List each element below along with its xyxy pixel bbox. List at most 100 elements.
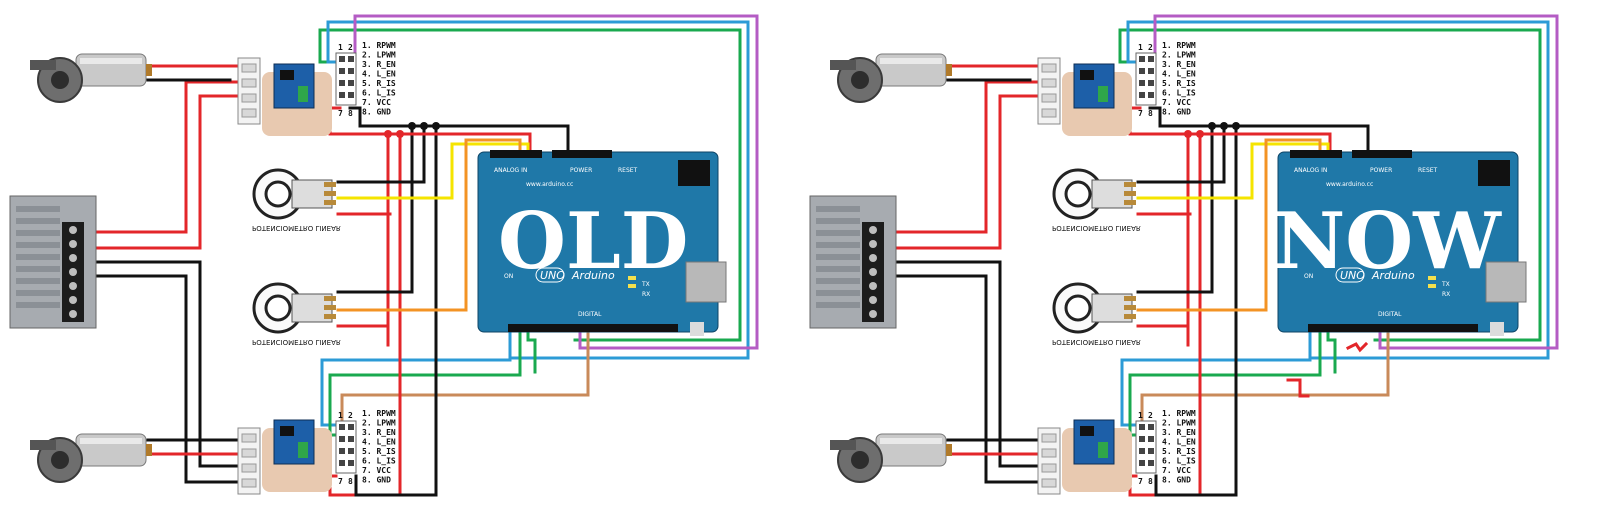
wire-red-to-5v bbox=[398, 132, 532, 152]
arduino-brand: Arduino bbox=[1371, 269, 1415, 282]
dc-jack bbox=[678, 160, 710, 186]
tx-label: TX bbox=[1441, 281, 1450, 288]
header-number: 7 bbox=[1138, 477, 1143, 486]
motor-terminal bbox=[146, 64, 152, 76]
header-pin bbox=[1139, 448, 1145, 454]
header-pin bbox=[1139, 92, 1145, 98]
wire-red-psu-top bbox=[888, 80, 1042, 234]
pot-lead bbox=[1124, 314, 1136, 319]
header-pin bbox=[339, 436, 345, 442]
pot-lead bbox=[324, 314, 336, 319]
pin-label: 7. VCC bbox=[362, 466, 391, 475]
motor-bottom bbox=[830, 433, 952, 483]
connector-slot bbox=[241, 93, 257, 103]
psu-vent bbox=[16, 242, 60, 248]
reset-label: RESET bbox=[618, 167, 638, 174]
wire-blue-bottom bbox=[1120, 328, 1312, 427]
header-pin bbox=[339, 448, 345, 454]
psu-vent bbox=[16, 278, 60, 284]
pot-label: POTENCIOMETRO LINEAR bbox=[252, 224, 341, 232]
driver-chip bbox=[280, 426, 294, 436]
led bbox=[1428, 284, 1436, 288]
header-number: 1 bbox=[338, 43, 343, 52]
motor-top bbox=[830, 53, 952, 103]
motor-driver-bottom bbox=[262, 419, 332, 492]
psu-screw bbox=[69, 240, 77, 248]
patch-mark bbox=[1286, 378, 1310, 398]
wire-junction bbox=[1220, 122, 1228, 130]
pin-label: 7. VCC bbox=[1162, 466, 1191, 475]
digital-label: DIGITAL bbox=[1378, 311, 1402, 318]
power-label: POWER bbox=[570, 167, 592, 174]
wire-orange bbox=[1136, 138, 1322, 312]
motor-highlight bbox=[880, 58, 942, 64]
wire-brown-bottom bbox=[1140, 328, 1390, 442]
header-number: 1 bbox=[338, 411, 343, 420]
connector-slot bbox=[241, 108, 257, 118]
header-pin bbox=[1148, 460, 1154, 466]
uno-badge bbox=[535, 267, 565, 283]
psu-vent bbox=[16, 266, 60, 272]
header-pin bbox=[348, 68, 354, 74]
pin-label: 5. R_IS bbox=[362, 447, 396, 456]
connector-slot bbox=[1041, 78, 1057, 88]
psu-vent bbox=[816, 254, 860, 260]
power-header bbox=[1352, 150, 1412, 158]
header-pin bbox=[348, 448, 354, 454]
pin-label: 1. RPWM bbox=[362, 41, 396, 50]
connector-slot bbox=[241, 448, 257, 458]
pin-label: 2. LPWM bbox=[1162, 51, 1196, 60]
pot-lead bbox=[324, 191, 336, 196]
psu-screw bbox=[69, 254, 77, 262]
wire-green-top bbox=[318, 28, 742, 342]
header-pin bbox=[1139, 424, 1145, 430]
terminal-connector-top bbox=[1037, 57, 1061, 125]
motor-driver-top bbox=[262, 63, 332, 136]
wire-junction bbox=[1232, 122, 1240, 130]
driver-chip bbox=[1080, 70, 1094, 80]
pot-knob bbox=[264, 180, 292, 208]
header-number: 7 bbox=[338, 109, 343, 118]
pin-label: 6. L_IS bbox=[1162, 457, 1196, 466]
connector-slot bbox=[241, 463, 257, 473]
pot-lead bbox=[324, 182, 336, 187]
pot-knob bbox=[264, 294, 292, 322]
pin-label: 8. GND bbox=[362, 108, 391, 117]
header-pin bbox=[1139, 80, 1145, 86]
connector-body bbox=[1037, 427, 1061, 495]
header-pin bbox=[339, 80, 345, 86]
potentiometer-1: POTENCIOMETRO LINEAR bbox=[1052, 168, 1141, 232]
wire-junction bbox=[396, 130, 404, 138]
connector-slot bbox=[1041, 478, 1057, 488]
wire-yellow bbox=[336, 142, 530, 200]
digital-label: DIGITAL bbox=[578, 311, 602, 318]
motor-mount bbox=[830, 60, 856, 70]
wire-black-psu bbox=[888, 260, 1042, 468]
pin-label: 7. VCC bbox=[362, 98, 391, 107]
motor-mount bbox=[30, 440, 56, 450]
header-pin bbox=[1139, 460, 1145, 466]
header-pin bbox=[339, 56, 345, 62]
connector-slot bbox=[241, 78, 257, 88]
analog-label: ANALOG IN bbox=[494, 167, 527, 174]
led bbox=[1428, 276, 1436, 280]
header-number: 2 bbox=[1148, 43, 1153, 52]
reset-button bbox=[690, 322, 704, 336]
header-pin bbox=[1148, 56, 1154, 62]
pin-label: 8. GND bbox=[1162, 476, 1191, 485]
pot-knob bbox=[1064, 180, 1092, 208]
power-label: POWER bbox=[1370, 167, 1392, 174]
website-label: www.arduino.cc bbox=[1326, 181, 1373, 188]
wire-junction bbox=[432, 122, 440, 130]
power-supply bbox=[9, 195, 97, 329]
wire-green-bottom bbox=[328, 328, 522, 437]
wire-red-psu-top bbox=[88, 80, 242, 234]
pin-label: 5. R_IS bbox=[362, 79, 396, 88]
motor-driver-top bbox=[1062, 63, 1132, 136]
motor-driver-bottom bbox=[1062, 419, 1132, 492]
led bbox=[628, 276, 636, 280]
wire-junction bbox=[1196, 130, 1204, 138]
